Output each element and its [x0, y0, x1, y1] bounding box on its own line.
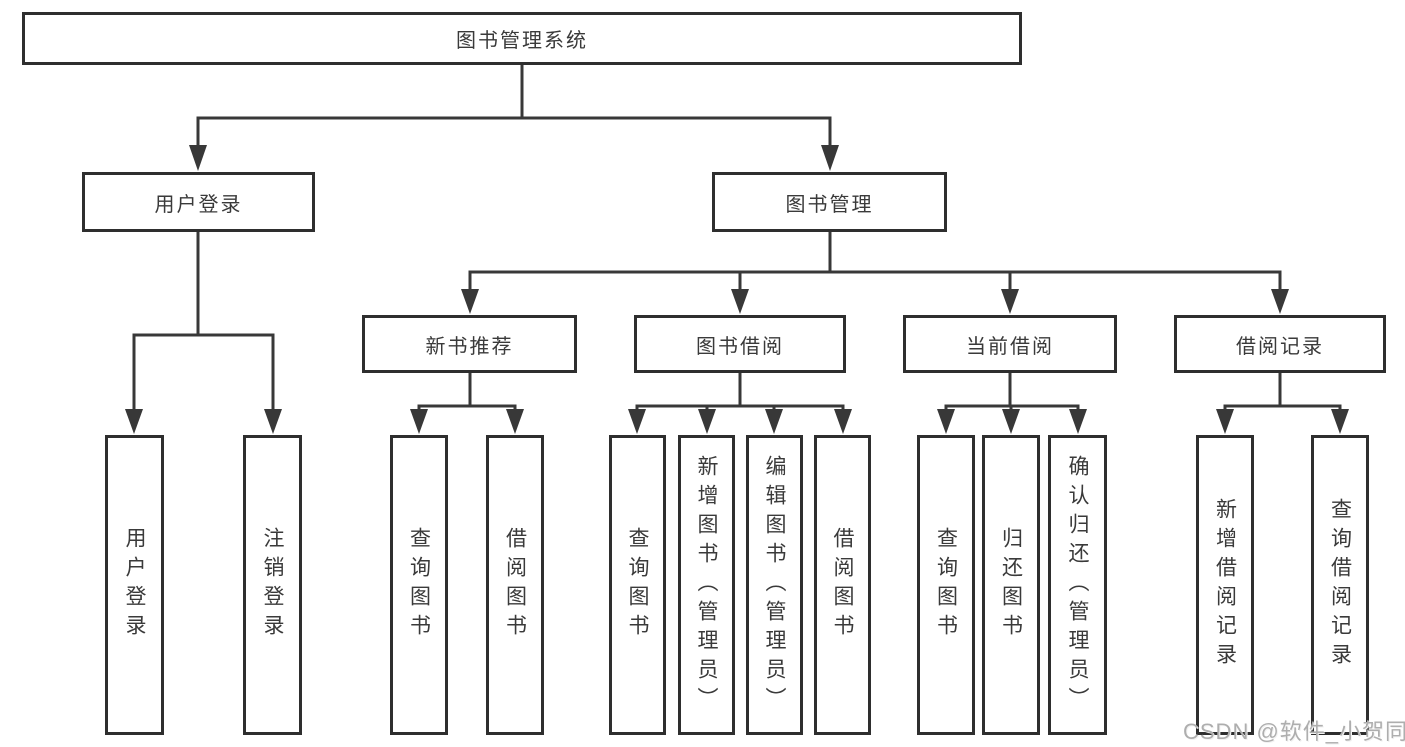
leaf-user-login: 用户登录 [105, 435, 164, 735]
arrowhead [461, 289, 479, 314]
node-library-management-system: 图书管理系统 [22, 12, 1022, 65]
arrowhead [506, 409, 524, 434]
arrowhead [1331, 409, 1349, 434]
arrowhead [1069, 409, 1087, 434]
leaf-label: 归还图书 [999, 527, 1023, 643]
leaf-label: 查询借阅记录 [1328, 498, 1352, 672]
arrowhead [1002, 409, 1020, 434]
connector-current-to-leaves [944, 373, 1080, 411]
arrowhead [821, 145, 839, 171]
leaf-borrow-books-recommend: 借阅图书 [486, 435, 544, 735]
node-current-borrowing: 当前借阅 [903, 315, 1117, 373]
arrowhead [125, 409, 143, 434]
leaf-label: 新增借阅记录 [1213, 498, 1237, 672]
leaf-logout: 注销登录 [243, 435, 302, 735]
leaf-label: 注销登录 [261, 527, 284, 643]
leaf-confirm-return-admin: 确认归还（管理员） [1048, 435, 1107, 735]
csdn-watermark: CSDN @软件_小贺同学 [1183, 719, 1405, 744]
arrowhead [834, 409, 852, 434]
connector-borrow-to-leaves [635, 373, 845, 411]
leaf-label: 查询图书 [934, 527, 958, 643]
leaf-add-borrow-record: 新增借阅记录 [1196, 435, 1254, 735]
leaf-label: 借阅图书 [831, 527, 854, 643]
leaf-query-books-current: 查询图书 [917, 435, 975, 735]
leaf-label: 查询图书 [407, 527, 431, 643]
leaf-label: 借阅图书 [503, 527, 527, 643]
arrowhead [731, 289, 749, 314]
leaf-return-books: 归还图书 [982, 435, 1040, 735]
leaf-label: 新增图书（管理员） [695, 454, 718, 716]
node-new-book-recommend: 新书推荐 [362, 315, 577, 373]
leaf-edit-books-admin: 编辑图书（管理员） [746, 435, 803, 735]
arrowhead [628, 409, 646, 434]
arrowhead [1216, 409, 1234, 434]
leaf-label: 用户登录 [123, 527, 146, 643]
node-borrowing-records: 借阅记录 [1174, 315, 1386, 373]
connector-userlogin-to-leaves [132, 232, 275, 410]
arrowhead [698, 409, 716, 434]
connector-newbook-to-leaves [417, 373, 517, 411]
leaf-label: 查询图书 [626, 527, 649, 643]
node-user-login: 用户登录 [82, 172, 315, 232]
arrowhead [765, 409, 783, 434]
node-book-management: 图书管理 [712, 172, 947, 232]
arrowhead [410, 409, 428, 434]
leaf-query-borrow-record: 查询借阅记录 [1311, 435, 1369, 735]
node-book-borrowing: 图书借阅 [634, 315, 846, 373]
arrowhead [1001, 289, 1019, 314]
connector-root-to-level2 [196, 65, 832, 148]
leaf-borrow-books: 借阅图书 [814, 435, 871, 735]
leaf-label: 编辑图书（管理员） [763, 454, 786, 716]
leaf-add-books-admin: 新增图书（管理员） [678, 435, 735, 735]
leaf-query-books-borrow: 查询图书 [609, 435, 666, 735]
connector-records-to-leaves [1223, 373, 1342, 411]
leaf-query-books-recommend: 查询图书 [390, 435, 448, 735]
arrowhead [264, 409, 282, 434]
leaf-label: 确认归还（管理员） [1066, 454, 1089, 716]
arrowhead [937, 409, 955, 434]
arrowhead [1271, 289, 1289, 314]
connector-bookmgmt-to-level3 [468, 232, 1282, 291]
arrowhead [189, 145, 207, 171]
